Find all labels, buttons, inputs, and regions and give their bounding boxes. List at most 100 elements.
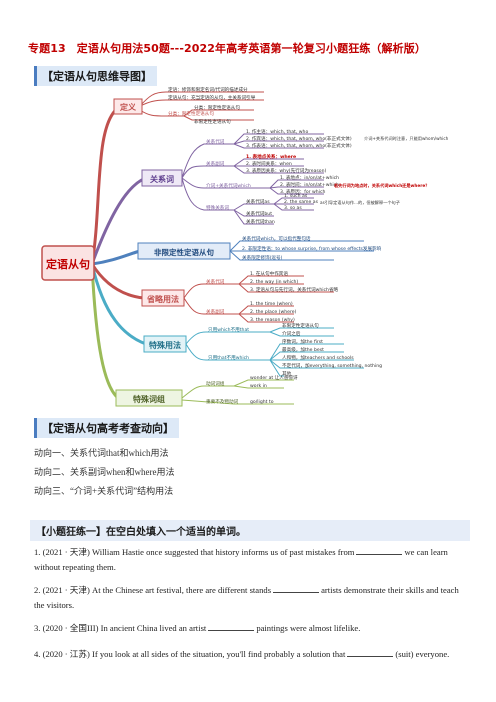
connector-phrases [90,262,120,400]
mindmap-connector [181,385,235,405]
question-text: In ancient China lived an artist [100,623,207,633]
mindmap-connector [185,331,270,361]
branch-special: 特殊用法 [143,335,187,353]
mindmap-diagram: 定语从句 定义 关系词 非限定性定语从句 省略用法 特殊用法 特殊词组 [41,86,449,407]
mindmap-node-label: 非限定性定语从句 [282,322,319,329]
mindmap-node-label: 关系代词than [246,218,275,225]
mindmap-node-label: 2. the place (where) [250,309,297,315]
mindmap-connector [139,91,264,107]
branch-omission: 省略用法 [141,289,185,307]
mindmap-node-label: 特殊关系词 [206,204,229,211]
mindmap-node-label: 2. the same as [284,199,319,205]
mindmap-node-label: 关系代词as [246,198,270,205]
answer-blank[interactable] [356,546,403,555]
mindmap-node-label: 1. 作主语：which, that, who [246,128,308,135]
mindmap-node-label: 序数词，加the first [282,338,323,345]
branch-phrases: 特殊词组 [115,389,183,407]
mindmap-node-label: 1. such as [284,193,308,199]
mindmap-node-label: 2. the way (in which) [250,279,298,285]
mindmap-node-label: as引导定语从句作...的，但被解释一个句子 [320,199,400,206]
mindmap-node-label: 介词之后 [282,330,301,337]
mindmap-node-label: 关系代词 [206,278,225,285]
mindmap-node-label: 分类：限定性定语从句 [194,104,240,111]
trend-item: 动向一、关系代词that和which用法 [34,448,169,458]
mindmap-node-label: 2. 非限定性语：to whose surprise, from whose e… [242,245,382,252]
question-item: 2. (2021 · 天津) At the Chinese art festiv… [34,583,462,613]
question-source: 2. (2021 · 天津) [34,585,92,595]
mindmap-node-label: 动词词组 [206,380,225,387]
mindmap-node-label: 定语从句 [46,257,90,271]
connector-omission [90,262,146,300]
mindmap-node-label: 3. 表原因关系：why(先行词为reason) [246,167,327,174]
mindmap-center-node: 定语从句 [41,245,95,281]
page-title: 专题13 定语从句用法50题---2022年高考英语第一轮复习小题狂练（解析版） [28,42,426,55]
mindmap-node-label: 其他 [282,370,292,377]
mindmap-node-label: 关系代词but [246,210,272,217]
mindmap-node-label: 非限定性定语从句 [194,118,231,125]
mindmap-node-label: 2. 表时间关系：when [246,160,292,167]
mindmap-node-label: 定义 [119,102,137,112]
connector-relatives [90,176,148,266]
trend-item: 动向三、“介词+关系代词”结构用法 [34,486,174,496]
question-item: 4. (2020 · 江苏) If you look at all sides … [34,647,462,662]
mindmap-node-label: work in [250,383,267,389]
connector-nonrestrictive [90,249,142,266]
mindmap-node-label: 关系词 [150,174,174,184]
mindmap-connector [139,99,264,107]
answer-blank[interactable] [347,648,394,657]
question-source: 3. (2020 · 全国III) [34,623,101,633]
answer-blank[interactable] [273,584,320,593]
practice-heading: 【小题狂练一】在空白处填入一个适当的单词。 [30,520,470,541]
mindmap-heading: 【定语从句思维导图】 [34,66,157,86]
mindmap-node-label: 3. the reason (why) [250,317,295,323]
mindmap-node-label: 只用which不用that [208,327,249,333]
question-item: 1. (2021 · 天津) William Hastie once sugge… [34,545,462,575]
mindmap-connector [238,275,334,293]
branch-relatives: 关系词 [141,169,183,187]
mindmap-node-label: wonder at 让人感惊讶 [250,374,298,381]
mindmap-node-label: 定语：修饰和限定名词/代词的描述成分 [168,86,248,93]
mindmap-node-label: 只用that不用which [208,355,249,361]
mindmap-node-label: 1. 在从句中作宾语 [250,270,288,277]
mindmap-node-label: 关系代词which，可以指代整句话 [242,235,311,242]
question-item: 3. (2020 · 全国III) In ancient China lived… [34,621,462,636]
mindmap-node-label: 不定代词，加everything, something, nothing [282,362,382,369]
connector-special [90,262,148,346]
mindmap-connector [181,177,234,211]
mindmap-node-label: 2. 作宾语：which, that, whom, who(非正式文体) [246,135,352,142]
question-text: we can learn without repeating them. [34,547,448,572]
mindmap-connector [269,179,324,195]
mindmap-node-label: 关系限定修饰(逗号) [242,254,283,261]
mindmap-node-label: 定语从句：充当定语的从句，主关系词引导 [168,94,256,101]
mindmap-connector [233,203,274,225]
mindmap-node-label: 1. 表地点：in/on/at+which [280,174,339,181]
mindmap-node-label: 非限定性定语从句 [154,247,214,257]
mindmap-node-label: 分类：限定性定语从句 [168,110,214,117]
mindmap-node-label: 介词+关系代词which [206,182,251,189]
mindmap-node-label: 3. 作表语：which, that, whom, who(非正式文体) [246,142,352,149]
mindmap-connector [229,240,374,261]
mindmap-connector [233,379,294,405]
mindmap-connector [181,177,270,189]
mindmap-node-label: 人和物，加teachers and schools [282,354,354,361]
mindmap-node-label: 3. 表原因：for which [280,188,325,195]
mindmap-node-label: 1. 表地点关系：where [246,153,296,160]
question-text: (suit) everyone. [395,649,450,659]
mindmap-connector [269,343,364,377]
question-text: paintings were almost lifelike. [256,623,361,633]
branch-nonrestrictive: 非限定性定语从句 [137,242,231,260]
mindmap-node-label: 最高级，加the best [282,346,324,353]
mindmap-node-label: 重要不及物动词 [206,398,239,405]
question-source: 4. (2020 · 江苏) [34,649,92,659]
answer-blank[interactable] [208,622,255,631]
mindmap-connector [269,327,334,337]
mindmap-connector [183,109,254,121]
mindmap-connector [139,109,184,117]
mindmap-node-label: 3. 定语从句与先行词，关系代词which省略 [250,286,339,293]
mindmap-node-label: 3. so as [284,205,302,211]
branch-definition: 定义 [113,98,143,115]
mindmap-node-label: 1. the time (when) [250,301,293,307]
mindmap-node-label: 特殊词组 [133,394,165,404]
question-text: If you look at all sides of the situatio… [92,649,346,659]
